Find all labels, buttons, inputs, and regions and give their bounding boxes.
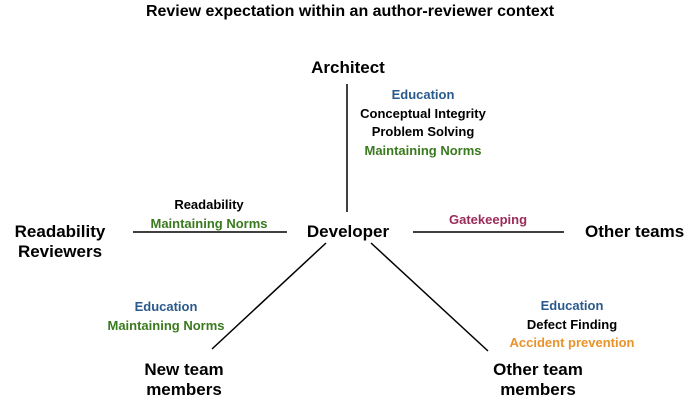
node-new-team-line1: New team <box>144 360 224 379</box>
edge-labels-readability: Readability Maintaining Norms <box>138 197 280 231</box>
node-developer: Developer <box>306 222 390 241</box>
label-education: Education <box>134 299 198 314</box>
label-gatekeeping: Gatekeeping <box>448 212 528 227</box>
label-readability: Readability <box>174 197 244 212</box>
edge-labels-new-team: Education Maintaining Norms <box>95 299 237 333</box>
label-maintaining-norms: Maintaining Norms <box>364 142 482 158</box>
node-readability-line2: Reviewers <box>17 242 103 262</box>
label-defect-finding: Defect Finding <box>526 316 618 332</box>
edge-labels-architect: Education Conceptual Integrity Problem S… <box>342 87 504 158</box>
edge-labels-other-teams: Gatekeeping <box>428 212 548 228</box>
label-conceptual-integrity: Conceptual Integrity <box>360 105 486 121</box>
node-architect: Architect <box>311 58 385 77</box>
label-maintaining-norms: Maintaining Norms <box>150 215 268 231</box>
label-education: Education <box>391 87 455 102</box>
diagram-title: Review expectation within an author-revi… <box>145 3 555 20</box>
node-new-team-line2: members <box>146 380 222 400</box>
label-education: Education <box>540 298 604 313</box>
node-new-team-members: New team members <box>128 360 240 401</box>
node-other-team-line1: Other team <box>493 360 583 379</box>
connector-other-team <box>370 242 489 352</box>
node-readability-reviewers: Readability Reviewers <box>4 222 116 263</box>
node-readability-line1: Readability <box>14 222 106 241</box>
node-other-team-line2: members <box>500 380 576 400</box>
label-problem-solving: Problem Solving <box>371 124 475 140</box>
node-other-teams: Other teams <box>585 222 685 241</box>
label-accident-prevention: Accident prevention <box>509 335 635 351</box>
edge-labels-other-team: Education Defect Finding Accident preven… <box>498 298 646 351</box>
node-other-team-members: Other team members <box>478 360 598 401</box>
label-maintaining-norms: Maintaining Norms <box>107 317 225 333</box>
connector-new-team <box>211 242 327 350</box>
